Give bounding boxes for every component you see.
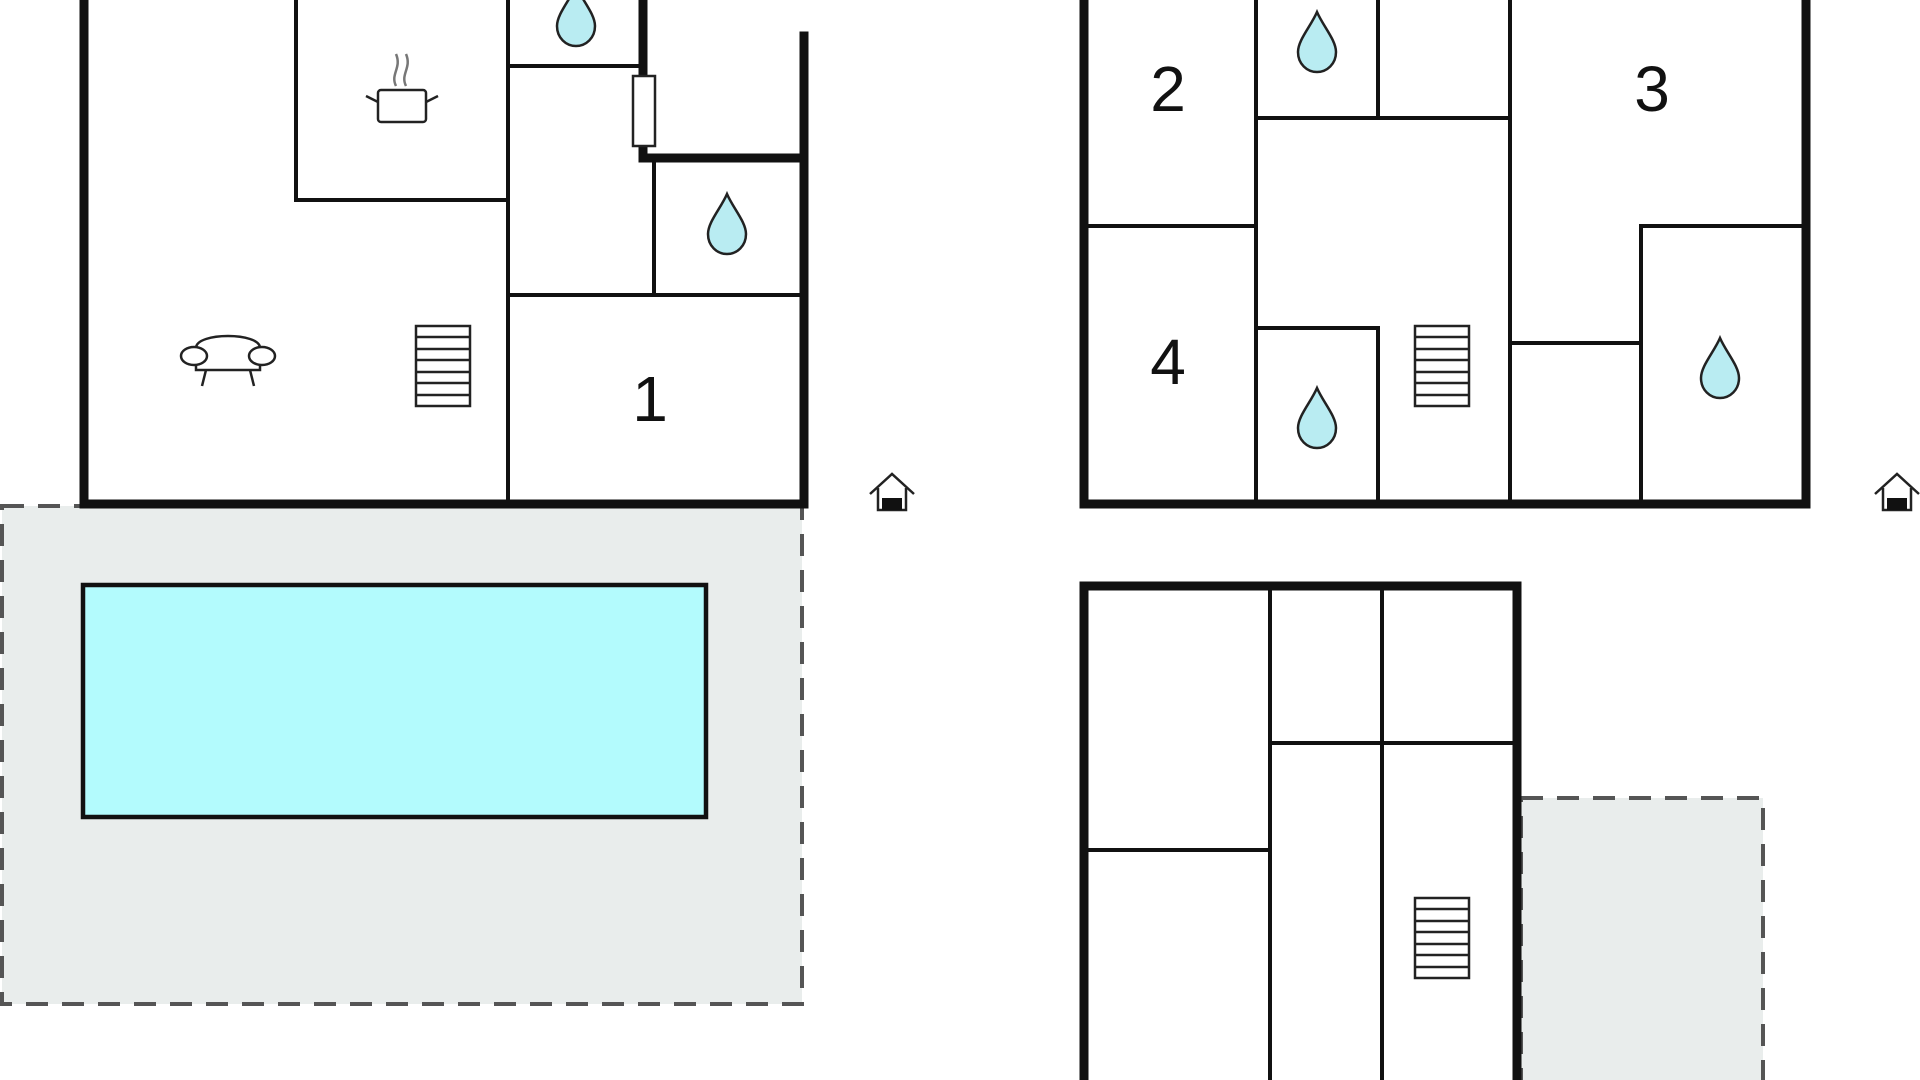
water-drop-icon (1699, 336, 1741, 400)
interior-walls (1082, 0, 1808, 506)
interior-walls (294, 0, 806, 506)
house-entrance-icon (868, 472, 916, 512)
room-label: 2 (1150, 53, 1186, 125)
terrace (1519, 796, 1765, 1080)
stairs-icon (1413, 896, 1471, 980)
stairs-icon (414, 324, 472, 408)
room-label: 4 (1150, 326, 1186, 398)
outer-wall (1079, 581, 1522, 1080)
water-drop-icon (1296, 10, 1338, 74)
interior-walls (1086, 584, 1514, 1080)
sofa-icon (179, 334, 277, 387)
water-drop-icon (555, 0, 597, 48)
room-label: 1 (632, 363, 668, 435)
stairs-icon (1413, 324, 1471, 408)
water-drop-icon (1296, 386, 1338, 450)
pool (80, 582, 709, 820)
ground-floor: 1 (0, 0, 916, 1006)
room-label: 3 (1634, 53, 1670, 125)
outer-wall (1079, 0, 1811, 509)
water-drop-icon (706, 192, 748, 256)
outer-wall (79, 0, 809, 509)
house-entrance-icon (1873, 472, 1920, 512)
upper-floor: 2 3 4 (1079, 0, 1920, 512)
kitchen-pot-icon (365, 53, 439, 124)
lower-floor (1079, 581, 1765, 1080)
